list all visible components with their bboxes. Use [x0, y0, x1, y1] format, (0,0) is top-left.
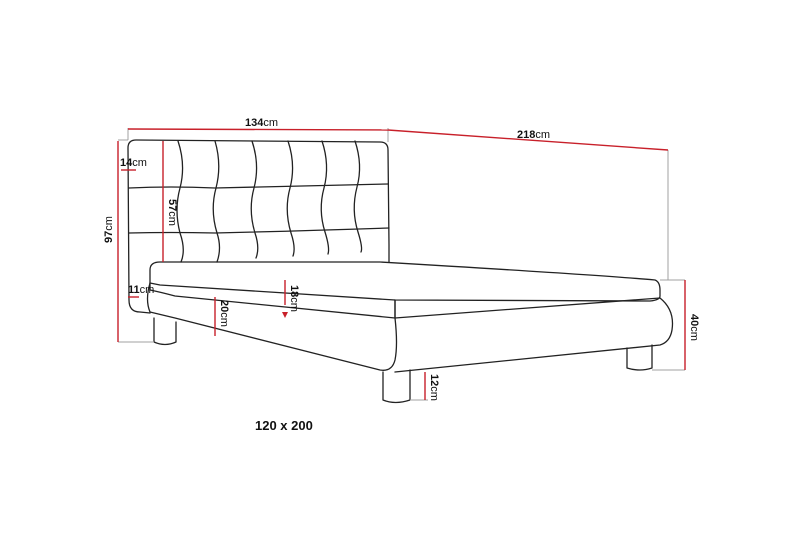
label-frame-height: 20cm [218, 300, 230, 327]
headboard [127, 139, 390, 314]
size-caption: 120 x 200 [255, 418, 313, 433]
mattress [149, 261, 661, 302]
arrow-down-icon [282, 312, 288, 318]
extension-lines [118, 128, 685, 401]
dimension-lines [117, 128, 686, 400]
label-headboard-width: 134cm [245, 117, 279, 129]
leg-front-right [626, 344, 653, 371]
bed-frame [146, 282, 398, 371]
label-leg-height: 12cm [428, 374, 440, 401]
label-bed-height: 40cm [688, 314, 700, 341]
leg-back-left [153, 317, 177, 346]
dim-218 [387, 129, 669, 151]
leg-front-left [382, 369, 411, 404]
label-total-height: 97cm [103, 216, 115, 243]
label-tufted-height: 57cm [166, 199, 178, 226]
dim-134 [127, 128, 389, 131]
bed-outline [127, 139, 674, 404]
label-top-cushion: 14cm [120, 157, 147, 169]
label-mattress-height: 18cm [288, 285, 300, 312]
label-total-length: 218cm [517, 129, 551, 141]
label-headboard-thickness: 11cm [128, 284, 155, 296]
